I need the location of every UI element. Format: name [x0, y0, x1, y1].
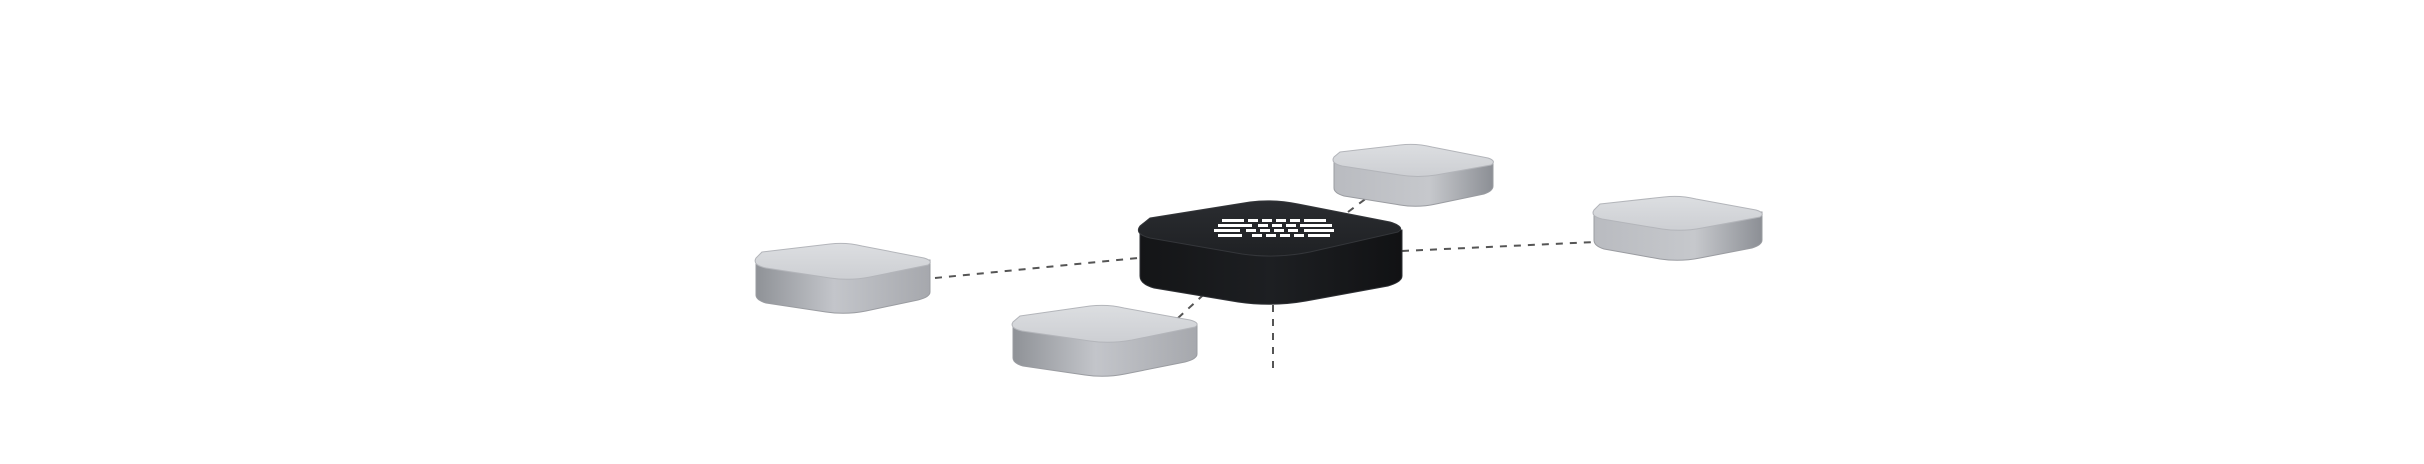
central-hub	[1137, 200, 1403, 305]
node-bottom-left-side	[1012, 324, 1198, 377]
node-bottom-left	[1011, 304, 1198, 377]
node-right	[1592, 195, 1763, 261]
node-right-top	[1592, 195, 1763, 231]
hub-top	[1137, 200, 1402, 257]
node-left	[754, 242, 931, 314]
connector-bottom-left	[1177, 275, 1225, 319]
node-bottom-left-top	[1011, 304, 1198, 343]
node-top-right-top	[1332, 143, 1494, 177]
node-top-right	[1332, 143, 1494, 207]
connector-left	[934, 257, 1139, 279]
node-left-top	[754, 242, 931, 280]
server-logo-icon	[1214, 219, 1334, 237]
